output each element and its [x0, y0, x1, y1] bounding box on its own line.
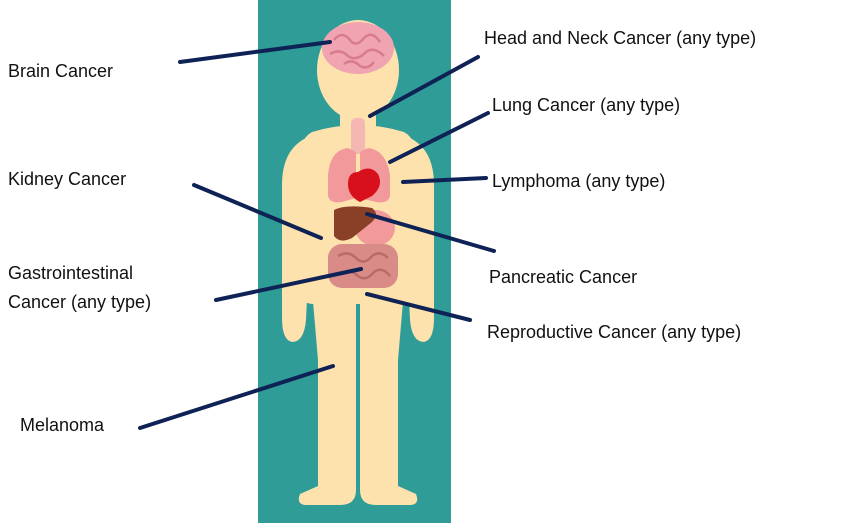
leader-line-melanoma: [140, 366, 333, 428]
label-reproductive-cancer: Reproductive Cancer (any type): [487, 321, 741, 343]
label-pancreatic-cancer: Pancreatic Cancer: [489, 266, 637, 288]
trachea: [351, 118, 365, 154]
left-leg: [299, 290, 356, 505]
label-lymphoma: Lymphoma (any type): [492, 170, 665, 192]
intestines: [328, 244, 398, 288]
leader-line-brain: [180, 42, 330, 62]
label-kidney-cancer: Kidney Cancer: [8, 168, 126, 190]
label-head-neck-cancer: Head and Neck Cancer (any type): [484, 27, 756, 49]
right-leg: [360, 290, 417, 505]
left-arm: [282, 138, 312, 342]
leader-lines: [140, 42, 494, 428]
label-gastrointestinal-line1: Gastrointestinal: [8, 262, 133, 284]
label-melanoma: Melanoma: [20, 414, 104, 436]
label-brain-cancer: Brain Cancer: [8, 60, 113, 82]
brain: [322, 22, 394, 74]
label-lung-cancer: Lung Cancer (any type): [492, 94, 680, 116]
label-gastrointestinal-line2: Cancer (any type): [8, 291, 151, 313]
